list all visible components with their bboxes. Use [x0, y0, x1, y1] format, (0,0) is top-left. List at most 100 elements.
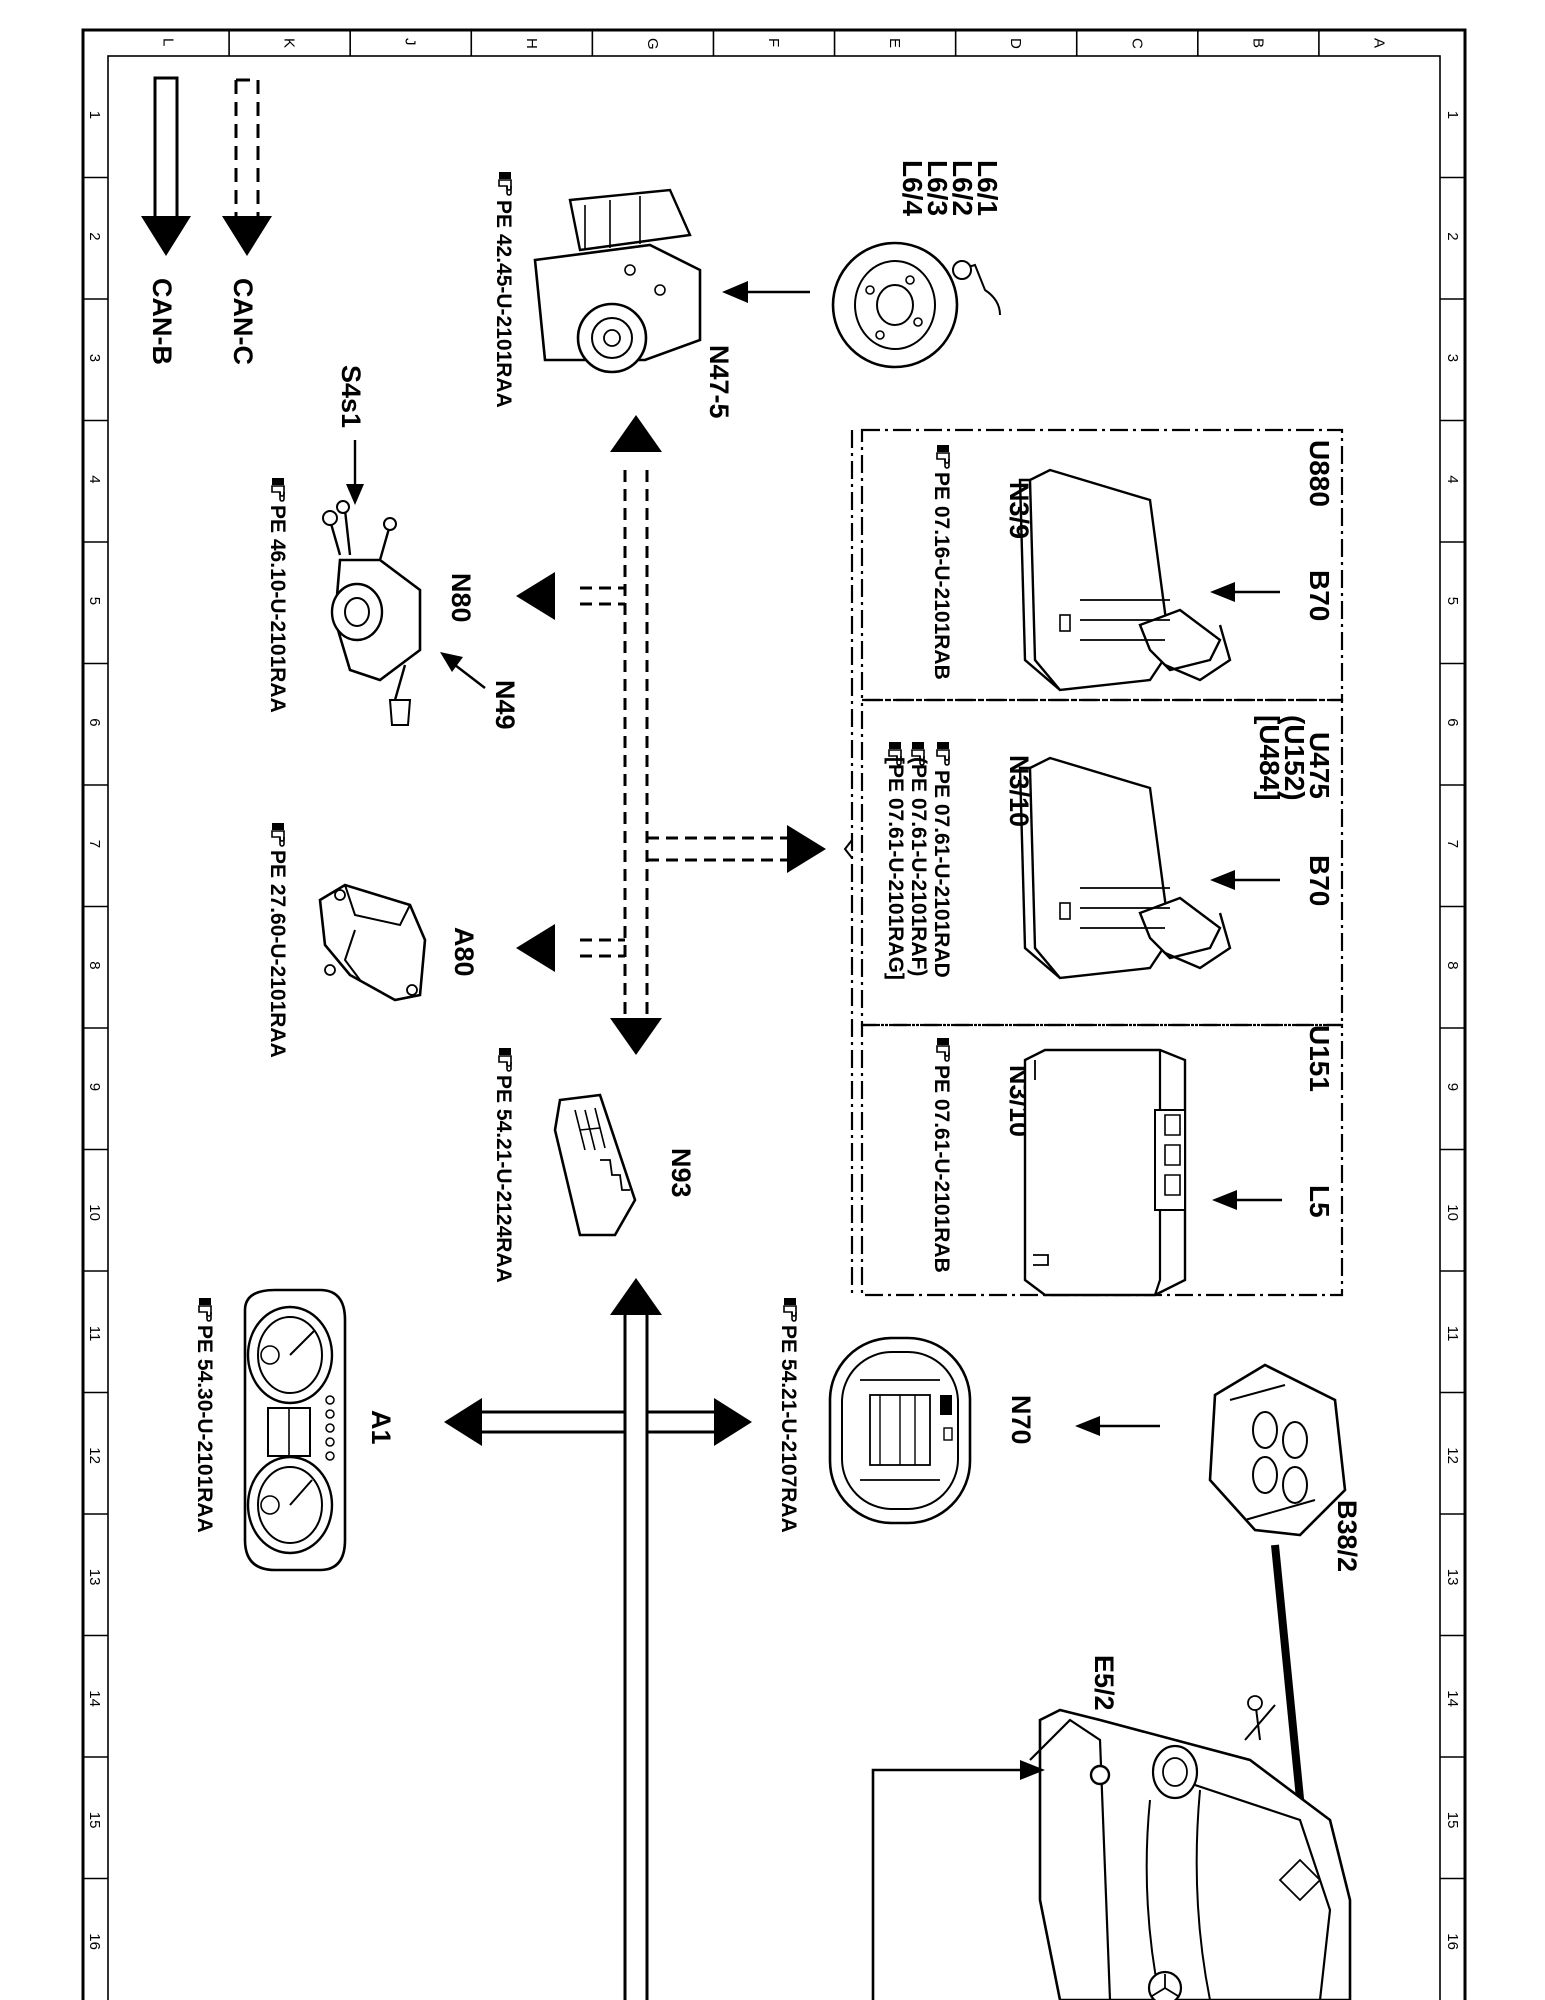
reference-hand-icon-8 — [936, 741, 950, 766]
grid-column-label: L — [160, 38, 177, 46]
a80-actuator — [318, 883, 427, 1002]
l6-label-1: L6/1 — [972, 160, 1003, 216]
grid-column-label: H — [523, 38, 540, 49]
grid-row-label: 14 — [1444, 1690, 1461, 1707]
box1-reference: PE 07.16-U-2101RAB — [930, 472, 953, 680]
can-b-bus — [480, 1315, 715, 2000]
e5-label: E5/2 — [1089, 1655, 1119, 1711]
grid-column-label: A — [1370, 38, 1387, 48]
can-b-arrow-icon — [141, 76, 191, 256]
n80-reference: PE 46.10-U-2101RAA — [266, 505, 289, 713]
grid-row-label: 9 — [1444, 1083, 1461, 1091]
grid-row-label: 11 — [1444, 1326, 1461, 1342]
grid-row-label: 10 — [86, 1204, 103, 1221]
grid-row-label: 7 — [1444, 840, 1461, 848]
n70-label: N70 — [1006, 1395, 1036, 1445]
arrow-to-n47 — [610, 415, 662, 452]
box3-sensor: L5 — [1304, 1185, 1335, 1218]
grid-row-label: 7 — [86, 840, 103, 848]
grid-row-label: 2 — [1444, 232, 1461, 240]
bracket-tick — [843, 839, 853, 859]
l6-label-3: L6/3 — [922, 160, 953, 216]
engine-ecu-icon-3 — [1023, 1048, 1187, 1297]
b38-label: B38/2 — [1332, 1500, 1362, 1572]
grid-column-label: B — [1249, 38, 1266, 48]
wheel-speed-sensor — [831, 241, 1001, 369]
arrow-to-n80 — [516, 572, 555, 620]
can-c-bus — [580, 470, 790, 1020]
grid-row-label: 13 — [86, 1569, 103, 1586]
grid-column-label: G — [644, 38, 661, 50]
grid-row-label: 3 — [86, 354, 103, 362]
grid-row-label: 6 — [86, 718, 103, 726]
grid-column-label: K — [281, 38, 298, 48]
box-u475: U475 (U152) [U484] B70 N3/10 PE 07.61-U-… — [884, 715, 1335, 980]
grid-row-label: 1 — [86, 111, 103, 119]
box3-code: U151 — [1304, 1025, 1335, 1092]
grid-row-label: 2 — [86, 232, 103, 240]
l6-label-2: L6/2 — [947, 160, 978, 216]
n93-module — [553, 1093, 637, 1237]
a80-label: A80 — [449, 927, 479, 977]
n80-label: N80 — [446, 573, 476, 623]
box-u151: U151 L5 N3/10 PE 07.61-U-2101RAB — [930, 1025, 1335, 1297]
box2-reference-1: PE 07.61-U-2101RAD — [930, 770, 953, 978]
reference-hand-icon — [498, 171, 512, 196]
vehicle-front-view — [1029, 1695, 1352, 2000]
box2-sensor: B70 — [1304, 855, 1335, 906]
a1-label: A1 — [366, 1410, 396, 1445]
grid-row-label: 5 — [1444, 597, 1461, 605]
legend-can-b-label: CAN-B — [147, 278, 177, 365]
grid-row-label: 8 — [1444, 961, 1461, 969]
arrow-to-a80 — [516, 924, 555, 972]
box2-code-2: (U152) — [1279, 715, 1310, 801]
n93-label: N93 — [666, 1148, 696, 1198]
grid-row-label: 4 — [86, 475, 103, 483]
grid-column-label: D — [1007, 38, 1024, 49]
reference-hand-icon-11 — [936, 1037, 950, 1062]
arrow-to-a1 — [444, 1398, 482, 1446]
box1-sensor: B70 — [1304, 570, 1335, 621]
grid-row-label: 15 — [1444, 1812, 1461, 1829]
grid-row-label: 14 — [86, 1690, 103, 1707]
instrument-cluster — [243, 1288, 347, 1572]
a1-reference: PE 54.30-U-2101RAA — [193, 1325, 216, 1533]
n47-label: N47-5 — [704, 345, 734, 419]
box2-code-1: U475 — [1304, 732, 1335, 799]
rain-light-sensor — [1208, 1363, 1347, 1537]
n49-label: N49 — [490, 680, 520, 730]
reference-hand-icon-2 — [271, 477, 285, 502]
engine-ecu-icon — [1018, 468, 1232, 692]
n47-reference: PE 42.45-U-2101RAA — [492, 200, 515, 408]
grid-row-label: 3 — [1444, 354, 1461, 362]
grid-row-label: 15 — [86, 1812, 103, 1829]
arrow-to-n93 — [610, 1018, 662, 1055]
grid-row-label: 1 — [1444, 111, 1461, 119]
esp-hydraulic-unit — [533, 188, 702, 374]
grid-row-label: 16 — [1444, 1933, 1461, 1950]
s4s1-label: S4s1 — [336, 365, 366, 428]
grid-row-label: 9 — [86, 1083, 103, 1091]
e5-lamp-icon — [1089, 1764, 1111, 1786]
engine-ecu-variant-boxes — [850, 428, 1344, 1297]
reference-hand-icon-4 — [498, 1047, 512, 1072]
grid-row-label: 11 — [86, 1326, 103, 1342]
arrow-to-engine-ecu — [787, 825, 826, 873]
box1-ecu-label: N3/9 — [1004, 482, 1034, 539]
reference-hand-icon-6 — [783, 1297, 797, 1322]
box1-code: U880 — [1304, 440, 1335, 507]
engine-ecu-icon-2 — [1018, 756, 1232, 980]
grid-row-label: 5 — [86, 597, 103, 605]
can-c-arrow-icon — [222, 78, 272, 256]
reference-hand-icon-7 — [936, 444, 950, 469]
reference-hand-icon-3 — [271, 822, 285, 847]
grid-row-label: 13 — [1444, 1569, 1461, 1586]
grid-row-label: 4 — [1444, 475, 1461, 483]
grid-column-label: C — [1128, 38, 1145, 49]
legend: CAN-C CAN-B — [141, 76, 272, 365]
arrow-to-n93-canb — [610, 1278, 662, 1315]
grid-column-label: E — [886, 38, 903, 48]
a80-reference: PE 27.60-U-2101RAA — [266, 850, 289, 1058]
